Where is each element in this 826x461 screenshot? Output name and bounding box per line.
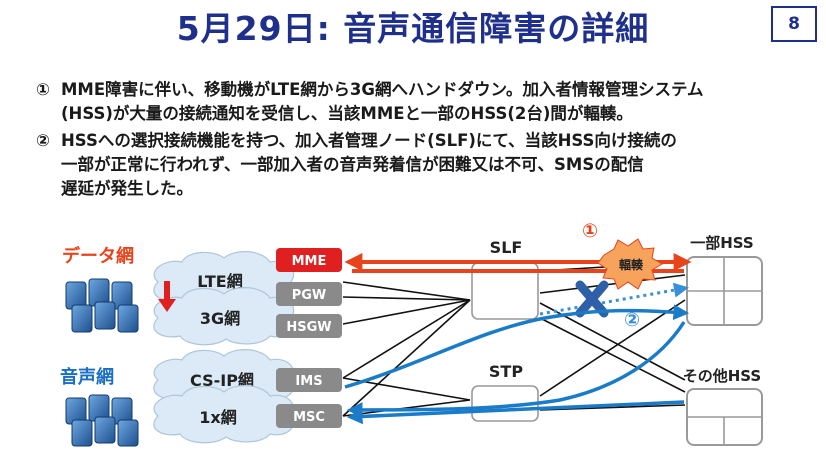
failure-x-icon <box>575 280 609 318</box>
3g-network-cloud: 3G網 <box>153 287 295 346</box>
pgw-node: PGW <box>276 282 342 306</box>
slf-label: SLF <box>490 238 523 257</box>
ims-label: IMS <box>295 374 322 389</box>
page-title: 5月29日: 音声通信障害の詳細 <box>176 9 650 48</box>
ims-node: IMS <box>276 368 342 392</box>
msc-label: MSC <box>293 410 325 425</box>
1x-network-label: 1x網 <box>199 408 236 427</box>
1x-network-cloud: 1x網 <box>153 385 295 444</box>
mme-label: MME <box>292 254 327 269</box>
item-line: MME障害に伴い、移動機がLTE網から3G網へハンドダウン。加入者情報管理システ… <box>61 80 704 99</box>
stp-label: STP <box>489 362 523 381</box>
item-line: HSSへの選択接続機能を持つ、加入者管理ノード(SLF)にて、当該HSS向け接続… <box>61 131 677 150</box>
page-number: 8 <box>771 6 817 42</box>
hsgw-label: HSGW <box>286 320 331 335</box>
msc-node: MSC <box>276 404 342 428</box>
3g-network-label: 3G網 <box>200 309 240 328</box>
lte-network-label: LTE網 <box>197 272 242 291</box>
hss-partial-node <box>686 256 763 326</box>
cs-ip-network-label: CS-IP網 <box>190 371 254 390</box>
hss-other-label: その他HSS <box>683 367 762 385</box>
hss-other-node <box>686 388 763 446</box>
handdown-arrow-icon <box>158 281 176 312</box>
voice-network-label: 音声網 <box>60 366 114 388</box>
mobile-devices-icon <box>65 278 139 333</box>
congestion-burst-icon: 輻輳 <box>597 238 663 290</box>
item-line: (HSS)が大量の接続通知を受信し、当該MMEと一部のHSS(2台)間が輻輳。 <box>61 104 633 123</box>
voice-signal-arrow <box>344 304 690 389</box>
marker-2-label: ② <box>624 309 640 331</box>
data-network-label: データ網 <box>62 245 134 267</box>
explanation-item-2: ② HSSへの選択接続機能を持つ、加入者管理ノード(SLF)にて、当該HSS向け… <box>36 129 677 201</box>
voice-signal-arrow <box>346 321 686 418</box>
item-line: 遅延が発生した。 <box>61 179 193 198</box>
item-marker: ② <box>36 131 50 150</box>
explanation-item-1: ① MME障害に伴い、移動機がLTE網から3G網へハンドダウン。加入者情報管理シ… <box>36 78 703 126</box>
hss-partial-label: 一部HSS <box>690 234 754 252</box>
pgw-label: PGW <box>292 288 327 303</box>
mobile-devices-icon <box>65 394 139 447</box>
voice-signal-arrow <box>346 400 685 425</box>
item-marker: ① <box>36 80 50 99</box>
marker-1-label: ① <box>582 220 598 242</box>
mme-node: MME <box>276 248 342 272</box>
hsgw-node: HSGW <box>276 314 342 338</box>
item-line: 一部が正常に行われず、一部加入者の音声発着信が困難又は不可、SMSの配信 <box>61 155 644 174</box>
congestion-label: 輻輳 <box>619 257 644 272</box>
